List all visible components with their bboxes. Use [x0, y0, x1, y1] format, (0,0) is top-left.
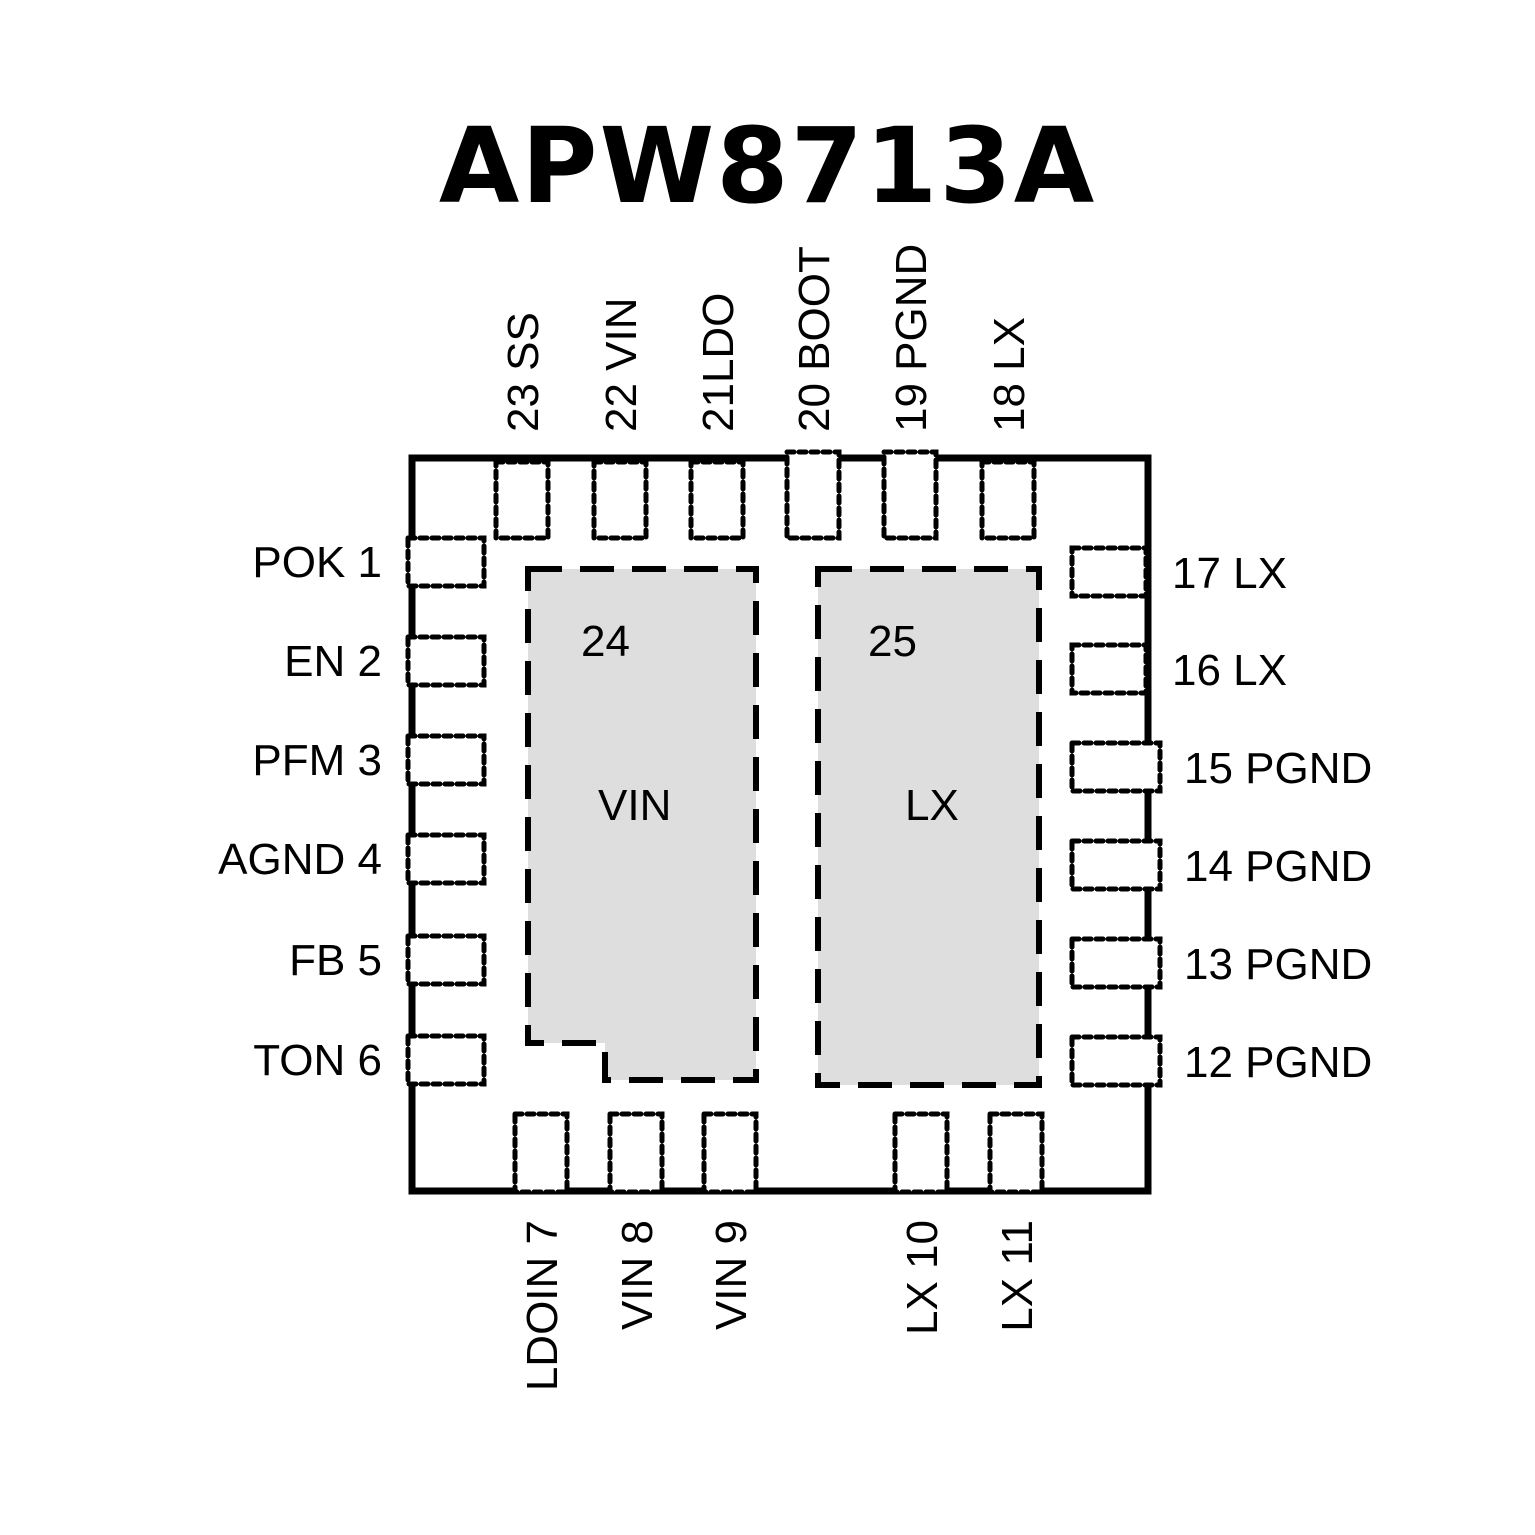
- pin-label-7: LDOIN 7: [518, 1220, 567, 1391]
- pin-pad-12: [1069, 1034, 1163, 1088]
- exposed-pad-25-number: 25: [868, 617, 917, 666]
- pin-pad-7: [512, 1111, 570, 1195]
- pin-label-11: LX 11: [993, 1220, 1042, 1332]
- exposed-pad-25-name: LX: [905, 781, 959, 830]
- pin-pad-5: [405, 933, 487, 987]
- pin-label-23: 23 SS: [499, 312, 548, 432]
- pin-pad-8: [607, 1111, 665, 1195]
- pin-pad-1: [405, 535, 487, 589]
- pin-pad-13: [1069, 936, 1163, 990]
- pin-pad-22: [591, 459, 649, 541]
- pin-pad-14: [1069, 838, 1163, 892]
- pin-label-17: 17 LX: [1172, 549, 1287, 598]
- pin-label-8: VIN 8: [613, 1220, 662, 1330]
- pin-pad-21: [688, 459, 746, 541]
- pin-label-2: EN 2: [284, 637, 382, 686]
- pin-pad-10: [892, 1111, 950, 1195]
- pin-pad-2: [405, 634, 487, 688]
- pin-pad-18: [979, 459, 1037, 541]
- pin-pad-16: [1069, 642, 1149, 696]
- pin-label-4: AGND 4: [218, 835, 382, 884]
- pin-pad-9: [701, 1111, 759, 1195]
- pin-pad-20: [784, 449, 842, 541]
- pin-label-16: 16 LX: [1172, 646, 1287, 695]
- pin-pad-17: [1069, 545, 1149, 599]
- chip-title: APW8713A: [438, 105, 1097, 227]
- pin-pad-23: [493, 459, 551, 541]
- pin-label-9: VIN 9: [707, 1220, 756, 1330]
- pin-label-3: PFM 3: [252, 736, 382, 785]
- pin-pad-6: [405, 1033, 487, 1087]
- pin-label-1: POK 1: [252, 538, 382, 587]
- pin-label-21: 21LDO: [694, 293, 743, 432]
- pin-label-15: 15 PGND: [1184, 744, 1372, 793]
- pin-label-12: 12 PGND: [1184, 1038, 1372, 1087]
- pin-pad-3: [405, 733, 487, 787]
- pin-label-10: LX 10: [898, 1220, 947, 1335]
- pin-label-5: FB 5: [289, 936, 382, 985]
- pin-label-22: 22 VIN: [597, 297, 646, 432]
- exposed-pad-25: [815, 566, 1042, 1088]
- pin-label-19: 19 PGND: [887, 244, 936, 432]
- pin-labels: POK 1 EN 2 PFM 3 AGND 4 FB 5 TON 6 17 LX 16 LX 1…: [218, 244, 1372, 1391]
- pin-label-20: 20 BOOT: [790, 246, 839, 432]
- pin-label-18: 18 LX: [985, 317, 1034, 432]
- pin-pads: [405, 449, 1163, 1195]
- pin-label-14: 14 PGND: [1184, 842, 1372, 891]
- pin-pad-15: [1069, 740, 1163, 794]
- exposed-pad-24: [525, 566, 759, 1083]
- pin-pad-11: [987, 1111, 1045, 1195]
- pin-pad-19: [881, 449, 939, 541]
- exposed-pad-24-name: VIN: [598, 781, 671, 830]
- pin-pad-4: [405, 832, 487, 886]
- pin-label-13: 13 PGND: [1184, 940, 1372, 989]
- package-outline: [408, 454, 1152, 1195]
- pin-label-6: TON 6: [253, 1036, 382, 1085]
- exposed-pad-24-number: 24: [581, 617, 630, 666]
